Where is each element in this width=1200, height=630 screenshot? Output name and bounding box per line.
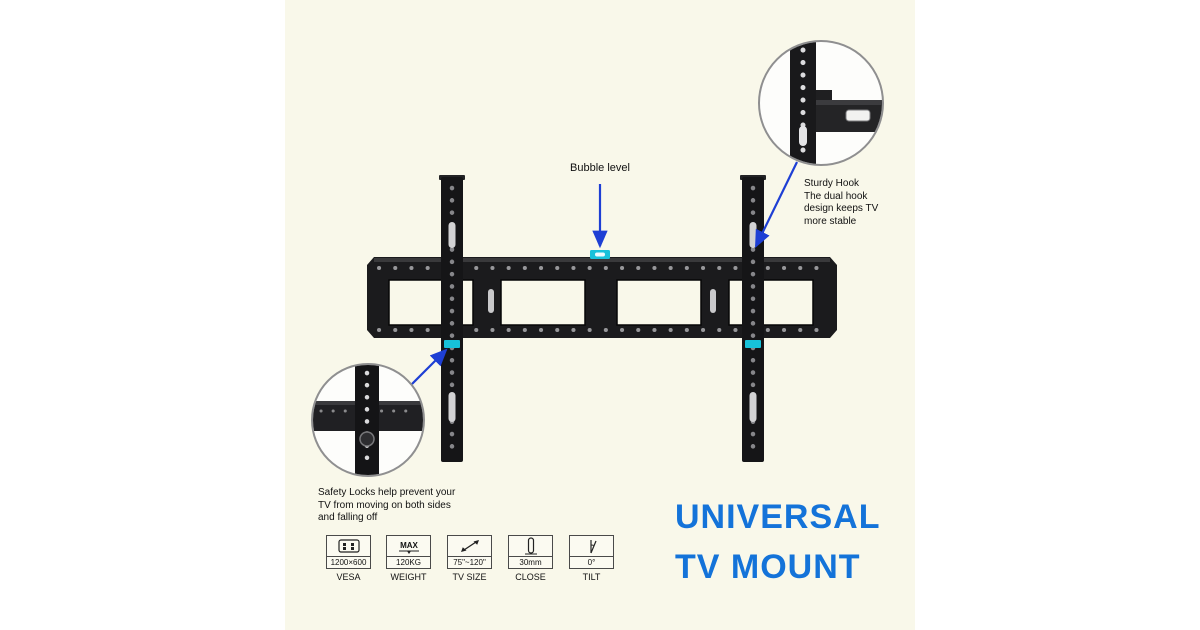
spec-close-value: 30mm <box>509 556 552 568</box>
hook-shape <box>816 90 832 102</box>
left-vertical-bracket <box>439 175 465 462</box>
spec-tv-size: 75"~120" TV SIZE <box>447 535 492 582</box>
spec-close-label: CLOSE <box>515 572 546 582</box>
tilt-angle-icon <box>570 536 613 556</box>
product-title-line1: UNIVERSAL <box>675 498 881 536</box>
slim-profile-icon <box>509 536 552 556</box>
safety-lock-note-line: and falling off <box>318 512 378 523</box>
spec-weight: MAX 120KG WEIGHT <box>386 535 431 582</box>
bracket-slot <box>448 392 456 422</box>
bracket-slot <box>749 222 757 248</box>
bracket-bar <box>742 177 764 462</box>
hook-zoom-plate <box>816 90 882 132</box>
sturdy-hook-note: Sturdy Hook The dual hook design keeps T… <box>804 178 924 228</box>
spec-vesa-value: 1200×600 <box>327 556 370 568</box>
hook-zoom-drawing <box>790 42 882 164</box>
diagonal-size-arrows-icon <box>448 536 491 556</box>
spec-vesa: 1200×600 VESA <box>326 535 371 582</box>
bracket-bar <box>441 177 463 462</box>
right-vertical-bracket <box>740 175 766 462</box>
max-weight-icon: MAX <box>387 536 430 556</box>
safety-lock-note-line: TV from moving on both sides <box>318 499 451 511</box>
plate-slot <box>488 289 494 313</box>
spec-vesa-box: 1200×600 <box>326 535 371 569</box>
product-title: UNIVERSAL TV MOUNT <box>675 492 880 592</box>
hook-slot <box>845 109 871 122</box>
spec-vesa-label: VESA <box>336 572 361 582</box>
wall-plate-body <box>367 257 837 338</box>
sturdy-hook-zoom-inset <box>758 40 884 166</box>
bracket-slot <box>448 222 456 248</box>
plate-window <box>500 279 586 326</box>
plate-window <box>728 279 814 326</box>
wall-plate-top-edge <box>374 258 830 262</box>
safety-lock-note-line: Safety Locks help prevent your <box>318 487 456 498</box>
spec-tv-size-label: TV SIZE <box>452 572 487 582</box>
spec-weight-label: WEIGHT <box>390 572 427 582</box>
spec-tv-size-value: 75"~120" <box>448 556 491 568</box>
safety-lock-zoom-inset <box>311 363 425 477</box>
sturdy-hook-note-line: design keeps TV <box>804 203 879 214</box>
lock-zoom-drawing <box>313 365 423 475</box>
wall-plate <box>367 257 837 338</box>
tv-mount-illustration <box>367 161 837 462</box>
plate-slot <box>710 289 716 313</box>
max-label: MAX <box>400 541 418 550</box>
bubble-level <box>590 250 610 259</box>
callout-arrows <box>411 161 798 385</box>
spec-tilt: 0° TILT <box>569 535 614 582</box>
spec-tilt-value: 0° <box>570 556 613 568</box>
spec-tilt-box: 0° <box>569 535 614 569</box>
lock-zoom-bracket <box>355 365 379 475</box>
sturdy-hook-note-line: The dual hook <box>804 190 868 202</box>
safety-lock-arrow <box>411 348 448 385</box>
spec-close: 30mm CLOSE <box>508 535 553 582</box>
sturdy-hook-arrow <box>755 161 798 248</box>
spec-weight-value: 120KG <box>387 556 430 568</box>
product-image-stage: Bubble level Sturdy Hook The dual hook d… <box>285 0 915 630</box>
sturdy-hook-note-line: more stable <box>804 215 857 227</box>
sturdy-hook-note-line: Sturdy Hook <box>804 178 860 189</box>
spec-tilt-label: TILT <box>582 572 601 582</box>
safety-lock-note: Safety Locks help prevent your TV from m… <box>318 487 478 525</box>
spec-close-box: 30mm <box>508 535 553 569</box>
safety-lock-right <box>745 340 761 348</box>
plate-window <box>616 279 702 326</box>
bubble-level-label: Bubble level <box>570 162 630 174</box>
product-title-line2: TV MOUNT <box>675 548 861 586</box>
safety-lock-screw <box>359 431 375 447</box>
vesa-pattern-icon <box>327 536 370 556</box>
hook-zoom-bracket <box>790 42 816 164</box>
bracket-slot <box>749 392 757 422</box>
safety-lock-left <box>444 340 460 348</box>
spec-tv-size-box: 75"~120" <box>447 535 492 569</box>
spec-weight-box: MAX 120KG <box>386 535 431 569</box>
bubble-level-vial <box>595 252 605 257</box>
